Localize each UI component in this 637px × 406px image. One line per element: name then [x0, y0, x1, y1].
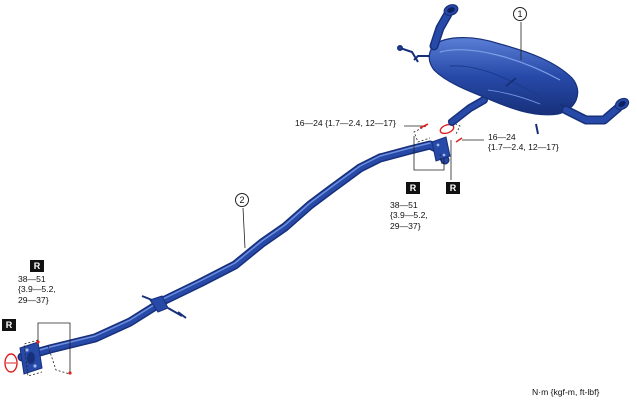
torque-right: 16—24 {1.7—2.4, 12—17} — [488, 132, 559, 153]
front-flange-callout-lines — [37, 322, 71, 374]
callout-1: 1 — [513, 7, 527, 21]
front-flange — [19, 341, 43, 375]
replace-badge-mid: R — [406, 182, 420, 194]
pipe-hanger-bracket — [141, 295, 187, 319]
units-legend: N·m {kgf-m, ft-lbf} — [532, 387, 600, 397]
main-silencer — [413, 37, 579, 116]
replace-badge-front-upper: R — [30, 260, 44, 272]
mid-gasket — [439, 123, 455, 135]
torque-front-flange: 38—51 {3.9—5.2, 29—37} — [18, 274, 56, 305]
tailpipe-lower — [561, 97, 630, 125]
front-gasket — [4, 353, 18, 373]
tailpipe-upper — [429, 4, 459, 51]
mid-flange — [431, 136, 451, 162]
mid-flange-callout-lines — [404, 125, 484, 180]
torque-mid-flange: 38—51 {3.9—5.2, 29—37} — [390, 200, 428, 231]
front-pipe — [17, 140, 450, 362]
front-flange-leaders — [23, 339, 71, 377]
callout-2: 2 — [235, 193, 249, 207]
replace-badge-mid-gasket: R — [446, 182, 460, 194]
torque-upper-left: 16—24 {1.7—2.4, 12—17} — [295, 118, 396, 128]
callout-2-leader — [242, 207, 246, 249]
muffler-inlet-pipe — [448, 96, 488, 126]
replace-badge-front-gasket: R — [2, 319, 16, 331]
silencer-hanger-rods — [397, 45, 539, 135]
